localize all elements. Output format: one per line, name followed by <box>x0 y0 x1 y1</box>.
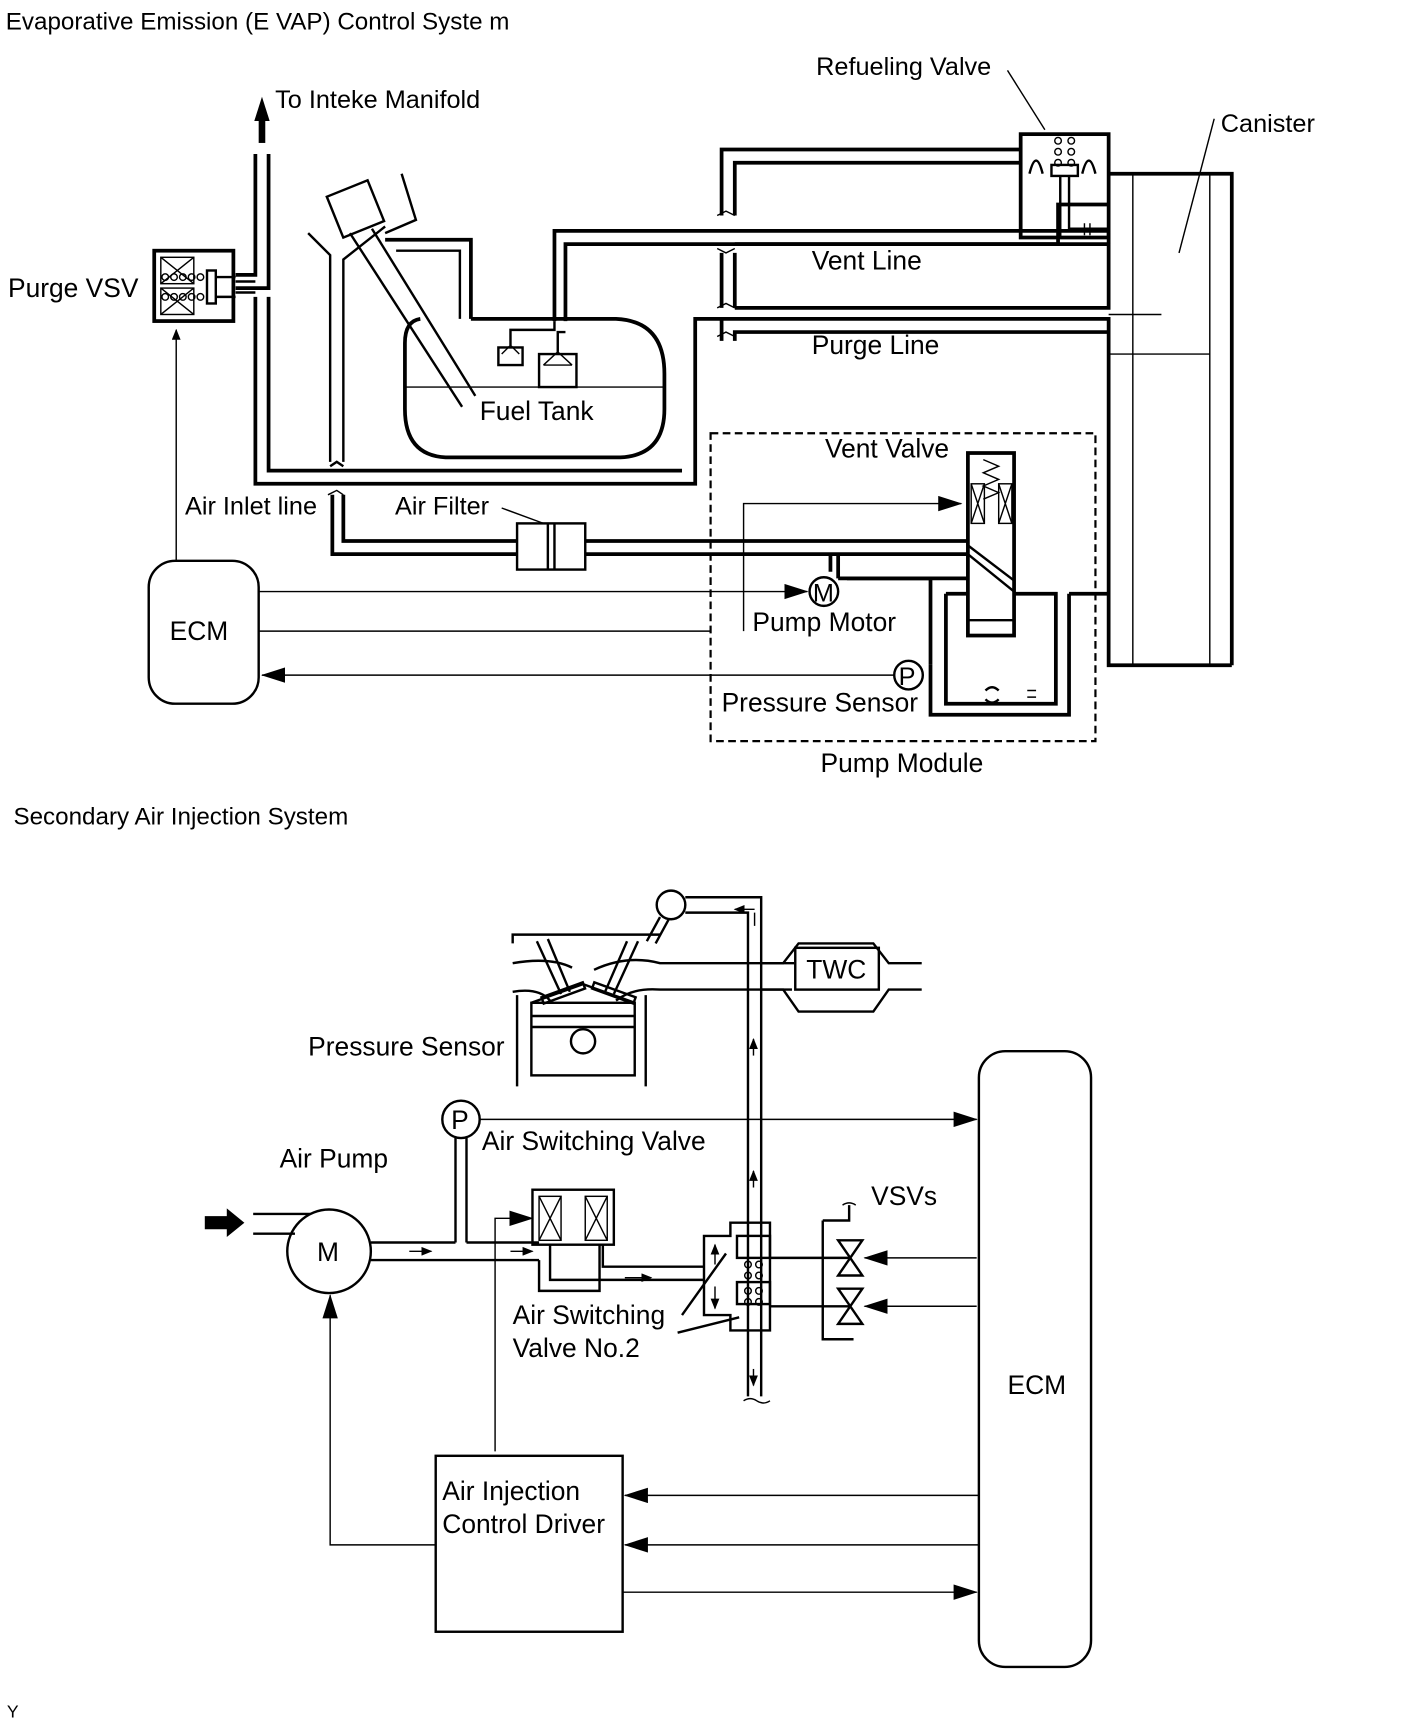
air-title: Secondary Air Injection System <box>13 804 348 831</box>
twc-label: TWC <box>806 955 866 985</box>
asv2-label-line2: Valve No.2 <box>513 1333 640 1363</box>
filler-neck <box>307 173 477 468</box>
pressure-sensor-symbol: P <box>899 663 916 691</box>
purge-vsv-label: Purge VSV <box>8 273 139 303</box>
footer-code: Y <box>7 1702 19 1722</box>
arrow-up-icon <box>254 96 270 121</box>
injection-pipe <box>645 889 771 1404</box>
pump-module-label: Pump Module <box>821 748 984 778</box>
air-section: Secondary Air Injection System Pressure … <box>13 804 1093 1669</box>
pressure-sensor-label: Pressure Sensor <box>722 687 919 717</box>
evap-ecm-label: ECM <box>170 616 229 646</box>
intake-arrow-icon <box>204 1208 245 1238</box>
canister-leader <box>1178 118 1215 254</box>
vent-line-label: Vent Line <box>812 245 922 275</box>
vsvs-label: VSVs <box>871 1181 937 1211</box>
purge-vsv <box>152 248 256 323</box>
air-ecm <box>977 1049 1093 1669</box>
air-pump-label: Air Pump <box>280 1144 388 1174</box>
to-intake-label: To Inteke Manifold <box>275 86 480 114</box>
air-switching-valve-label: Air Switching Valve <box>482 1126 706 1156</box>
air-pressure-sensor-label: Pressure Sensor <box>308 1032 505 1062</box>
vsvs <box>769 1202 977 1341</box>
refueling-valve <box>1018 132 1111 240</box>
air-ecm-label: ECM <box>1007 1370 1066 1400</box>
refueling-valve-label: Refueling Valve <box>816 53 991 81</box>
purge-line-label: Purge Line <box>812 330 940 360</box>
evap-ecm <box>147 328 902 705</box>
fuel-tank <box>403 317 667 460</box>
air-inlet-line-label: Air Inlet line <box>185 493 317 521</box>
air-switching-valve <box>494 1188 704 1452</box>
canister <box>1108 171 1234 666</box>
engine-cylinder <box>511 933 795 1087</box>
twc <box>761 942 922 1013</box>
air-filter <box>515 522 587 571</box>
evap-section: Evaporative Emission (E VAP) Control Sys… <box>6 9 1315 778</box>
asv2-label-line1: Air Switching <box>513 1300 665 1330</box>
evap-title: Evaporative Emission (E VAP) Control Sys… <box>6 9 510 36</box>
air-injection-driver <box>434 1454 624 1633</box>
driver-label-line2: Control Driver <box>442 1509 605 1539</box>
pump-module: M P <box>709 432 1109 743</box>
air-pump-motor-symbol: M <box>317 1237 339 1267</box>
pump-motor-label: Pump Motor <box>752 607 896 637</box>
air-pump-motor <box>286 1208 373 1295</box>
pump-motor-symbol: M <box>813 579 834 607</box>
air-filter-leader <box>501 507 544 525</box>
driver-label-line1: Air Injection <box>442 1476 580 1506</box>
canister-label: Canister <box>1221 110 1315 138</box>
intake-arrow <box>235 96 271 290</box>
refueling-leader <box>1006 69 1046 131</box>
air-pressure-symbol: P <box>451 1105 469 1135</box>
vent-valve-label: Vent Valve <box>825 433 949 463</box>
fuel-tank-label: Fuel Tank <box>480 396 595 426</box>
air-filter-label: Air Filter <box>395 493 489 521</box>
air-switching-valve-2 <box>677 1221 772 1334</box>
